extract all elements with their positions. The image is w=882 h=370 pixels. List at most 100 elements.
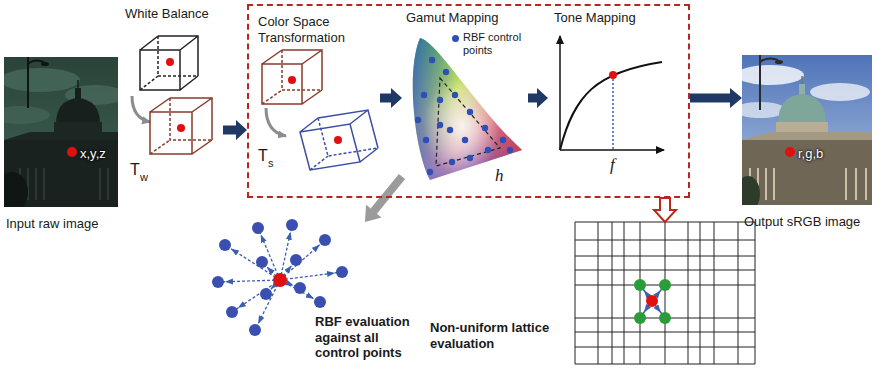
lattice-neighbour-lines	[640, 285, 665, 318]
rbf-control-points-part	[507, 147, 513, 153]
lattice-grid	[575, 222, 755, 364]
rbf-distance-lines-part	[280, 272, 342, 280]
lattice-grid-part	[688, 222, 689, 364]
raw-photo-part-part	[43, 168, 45, 200]
srgb-photo-part-part	[773, 168, 775, 200]
raw-photo-part	[67, 147, 77, 157]
rbf-control-points-part	[462, 137, 468, 143]
rbf-control-points-part	[421, 92, 427, 98]
rbf-control-points-part	[290, 254, 302, 266]
rbf-control-points-part	[336, 266, 348, 278]
raw-photo-part	[41, 62, 49, 66]
rgb-cube-part	[150, 98, 212, 154]
rbf-control-points-part	[427, 169, 433, 175]
raw-photo-part	[77, 80, 79, 88]
matrix-subscript: s	[268, 157, 274, 170]
srgb-photo-part	[799, 84, 805, 95]
rgb-cube	[262, 50, 322, 104]
srgb-photo-part	[785, 147, 795, 157]
lattice-grid-part	[624, 222, 625, 364]
rbf-control-points-part	[256, 256, 268, 268]
illustration-part	[273, 273, 287, 287]
rbf-distance-lines-part	[258, 228, 280, 280]
tone-curve-axes-part	[560, 149, 664, 151]
tone-curve-axes-part	[559, 36, 561, 150]
lattice-vertices-part	[634, 279, 646, 291]
rbf-distance-lines-part	[218, 280, 280, 282]
tone-curve-axes	[560, 36, 664, 150]
input-image: x,y,zInput raw image	[4, 57, 118, 239]
transformed-cube	[300, 110, 378, 170]
rbf-control-points-part	[252, 222, 264, 234]
method-caption: Non-uniform lattice evaluation	[430, 320, 570, 351]
rbf-control-points-part	[249, 324, 261, 336]
stage-title: Color Space Transformation	[258, 14, 362, 45]
srgb-photo-part	[775, 60, 783, 64]
flow-arrow	[690, 88, 742, 108]
rbf-control-points-part	[482, 125, 488, 131]
srgb-photo-part	[750, 168, 866, 200]
chromaticity-diagram-part	[413, 38, 522, 180]
srgb-photo-part-part	[845, 168, 847, 200]
rbf-control-points-part	[226, 306, 238, 318]
lattice-grid-part	[612, 222, 613, 364]
illustration-part	[334, 136, 342, 144]
rbf-control-points-part	[437, 97, 443, 103]
raw-photo-part	[4, 68, 80, 92]
function-symbol: h	[495, 166, 504, 186]
stage-color-space: Color Space TransformationTs	[252, 12, 380, 192]
legend-entry: RBF control points	[452, 31, 543, 57]
rbf-control-points-part	[429, 57, 435, 63]
raw-photo-part-part	[35, 168, 37, 200]
lattice-grid-part	[755, 222, 756, 364]
flow-arrow	[223, 120, 247, 140]
illustration-part	[132, 96, 150, 122]
raw-photo	[4, 57, 118, 207]
rbf-control-points-part	[500, 137, 506, 143]
lattice-grid-part	[575, 364, 755, 365]
rbf-control-points-part	[219, 239, 231, 251]
lattice-grid-part	[665, 222, 666, 364]
srgb-photo-part-part	[765, 168, 767, 200]
rbf-evaluation: RBF evaluation against all control point…	[185, 222, 427, 367]
chromaticity-diagram-part	[413, 38, 522, 180]
point-label: r,g,b	[798, 146, 823, 162]
image-caption: Input raw image	[6, 216, 99, 232]
rbf-control-points-part	[447, 127, 453, 133]
illustration-part	[166, 58, 174, 66]
legend-swatch	[452, 35, 459, 42]
lattice-grid-part	[575, 222, 576, 364]
stage-title: Gamut Mapping	[406, 10, 499, 26]
illustration-part	[266, 108, 286, 136]
rbf-distance-lines-part	[255, 280, 280, 330]
rbf-control-points-part	[443, 69, 449, 75]
raw-photo-part-part	[99, 168, 101, 200]
tone-curve	[560, 62, 662, 150]
lattice-grid-part	[714, 222, 715, 364]
output-image: r,g,bOutput sRGB image	[742, 55, 876, 237]
lattice-grid-part	[575, 240, 755, 241]
chromaticity-diagram-part	[436, 78, 500, 166]
rbf-control-points-part	[314, 296, 326, 308]
flow-arrow	[528, 88, 548, 108]
rbf-control-points-part	[319, 234, 331, 246]
srgb-photo-part	[760, 55, 778, 110]
rbf-control-points-part	[260, 288, 272, 300]
illustration-part	[609, 71, 617, 79]
srgb-photo-part	[810, 83, 870, 101]
rgb-cube-part	[140, 36, 198, 90]
lattice-grid-part	[598, 222, 599, 364]
lattice-grid-part	[575, 256, 755, 257]
raw-photo-part	[4, 172, 28, 207]
lattice-vertices-part	[659, 312, 671, 324]
srgb-photo-part-part	[855, 168, 857, 200]
rgb-cube-part	[262, 50, 322, 104]
rbf-distance-lines-part	[225, 245, 280, 280]
rbf-control-points-part	[449, 159, 455, 165]
lattice-vertices-part	[634, 312, 646, 324]
chromaticity-diagram	[413, 38, 522, 180]
hollow-arrow	[654, 198, 676, 222]
rgb-cube-part	[150, 98, 212, 154]
transformed-cube-part	[310, 118, 378, 170]
